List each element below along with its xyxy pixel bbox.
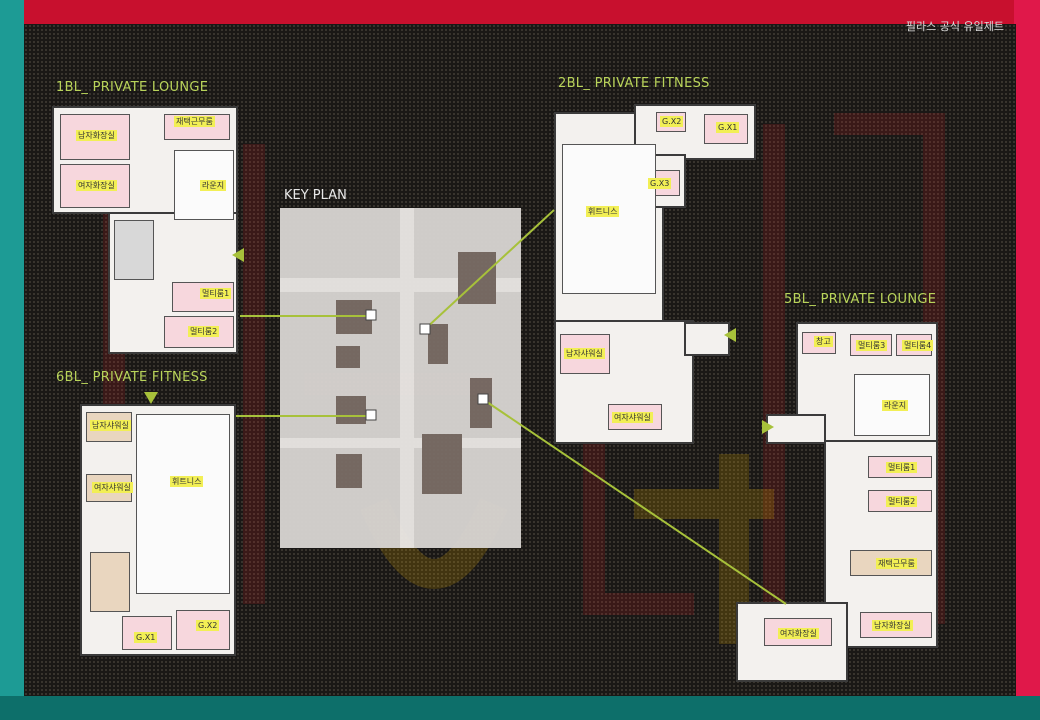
plan-title-6bl: 6BL_ PRIVATE FITNESS (56, 370, 208, 385)
arrow-down-icon (144, 392, 158, 404)
room-label: G.X3 (648, 178, 672, 189)
room-label: 남자샤워실 (90, 420, 131, 431)
room-label: 휘트니스 (586, 206, 620, 217)
room-label: 남자화장실 (76, 130, 117, 141)
room-label: 남자화장실 (872, 620, 913, 631)
room-label: G.X1 (716, 122, 740, 133)
room-label: 여자화장실 (778, 628, 819, 639)
plan-title-2bl: 2BL_ PRIVATE FITNESS (558, 76, 710, 91)
leader-lines (236, 209, 787, 605)
room-label: 휘트니스 (170, 476, 204, 487)
room-label: 재택근무룸 (174, 116, 215, 127)
room-label: 여자샤워실 (92, 482, 133, 493)
plan-title-5bl: 5BL_ PRIVATE LOUNGE (784, 292, 937, 307)
arrow-left-icon (232, 248, 244, 262)
arrow-left-icon (724, 328, 736, 342)
room-label: 멀티룸1 (886, 462, 918, 473)
room-label: 창고 (814, 336, 833, 347)
plan-board: 필라스 공식 유일제트 KEY PLAN 1BL_ PRIVATE (24, 20, 1016, 696)
room-label: 라운지 (882, 400, 909, 411)
room-label: 여자화장실 (76, 180, 117, 191)
room-label: 남자샤워실 (564, 348, 605, 359)
room-label: 멀티룸2 (188, 326, 220, 337)
plan-title-1bl: 1BL_ PRIVATE LOUNGE (56, 80, 209, 95)
room-label: 재택근무룸 (876, 558, 917, 569)
room-label: 멀티룸1 (200, 288, 232, 299)
room-label: G.X1 (134, 632, 158, 643)
frame-left (0, 0, 24, 720)
room-label: 여자샤워실 (612, 412, 653, 423)
room-label: 멀티룸3 (856, 340, 888, 351)
key-plan-map (280, 208, 521, 548)
frame-right (1014, 0, 1040, 720)
corner-text-right: 필라스 공식 유일제트 (905, 20, 1004, 33)
frame-bottom (0, 696, 1040, 720)
room-label: 멀티룸2 (886, 496, 918, 507)
key-plan-title: KEY PLAN (284, 188, 347, 203)
room-label: 멀티룸4 (902, 340, 934, 351)
frame-top (0, 0, 1040, 24)
room-label: 라운지 (200, 180, 227, 191)
arrow-right-icon (762, 420, 774, 434)
room-label: G.X2 (660, 116, 684, 127)
room-label: G.X2 (196, 620, 220, 631)
